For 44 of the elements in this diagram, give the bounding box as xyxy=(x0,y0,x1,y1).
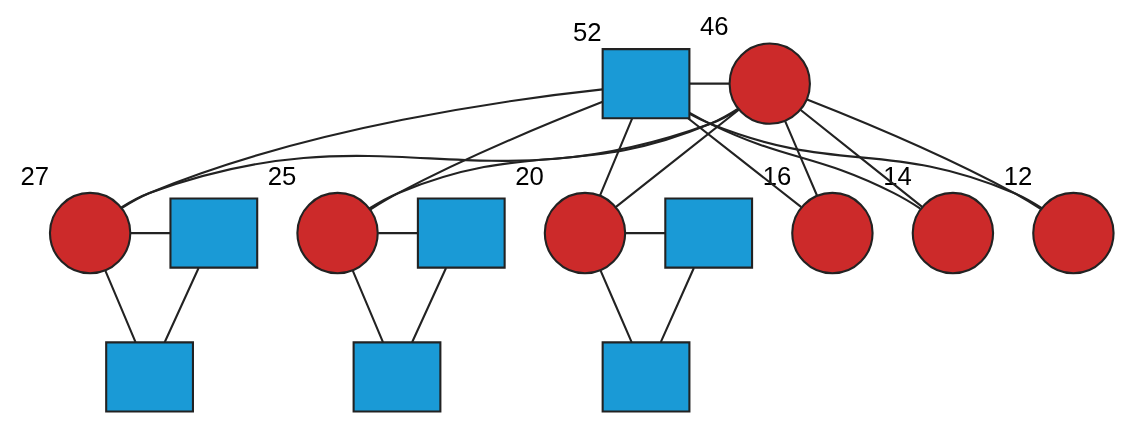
connector xyxy=(368,107,739,210)
connector xyxy=(121,88,603,209)
node-box xyxy=(601,341,691,413)
connector xyxy=(163,267,200,343)
connector xyxy=(378,232,418,235)
node-box xyxy=(416,197,506,269)
connector xyxy=(659,267,695,343)
node-label: 25 xyxy=(267,161,297,190)
connector xyxy=(130,232,171,235)
node-label: 27 xyxy=(20,161,49,190)
node-label: 14 xyxy=(883,161,912,190)
connector xyxy=(351,270,384,343)
connector xyxy=(615,108,740,208)
connector xyxy=(799,108,923,208)
connector xyxy=(120,108,739,209)
node-circle xyxy=(48,191,132,275)
connector xyxy=(689,112,921,210)
node-circle xyxy=(1032,191,1115,275)
connector xyxy=(784,121,819,197)
node-label: 12 xyxy=(1003,161,1033,190)
connector xyxy=(411,267,447,343)
node-box xyxy=(105,341,194,413)
node-box xyxy=(664,197,754,269)
connector xyxy=(806,98,1042,210)
node-box xyxy=(169,197,259,269)
node-circle xyxy=(728,42,811,125)
node-box xyxy=(352,341,442,413)
connector xyxy=(689,113,1043,209)
connector xyxy=(687,117,802,208)
node-label: 16 xyxy=(762,161,792,190)
node-box xyxy=(601,48,691,120)
connector xyxy=(370,100,603,211)
connector xyxy=(689,82,729,85)
node-circle xyxy=(911,191,995,275)
connector xyxy=(625,232,666,235)
node-circle xyxy=(791,191,874,275)
connector xyxy=(599,270,633,343)
node-label: 20 xyxy=(515,161,544,190)
node-circle xyxy=(543,191,627,275)
connector xyxy=(599,118,634,196)
node-label: 46 xyxy=(700,12,729,41)
node-circle xyxy=(296,191,379,275)
node-label: 52 xyxy=(573,17,602,46)
connector xyxy=(104,270,137,343)
